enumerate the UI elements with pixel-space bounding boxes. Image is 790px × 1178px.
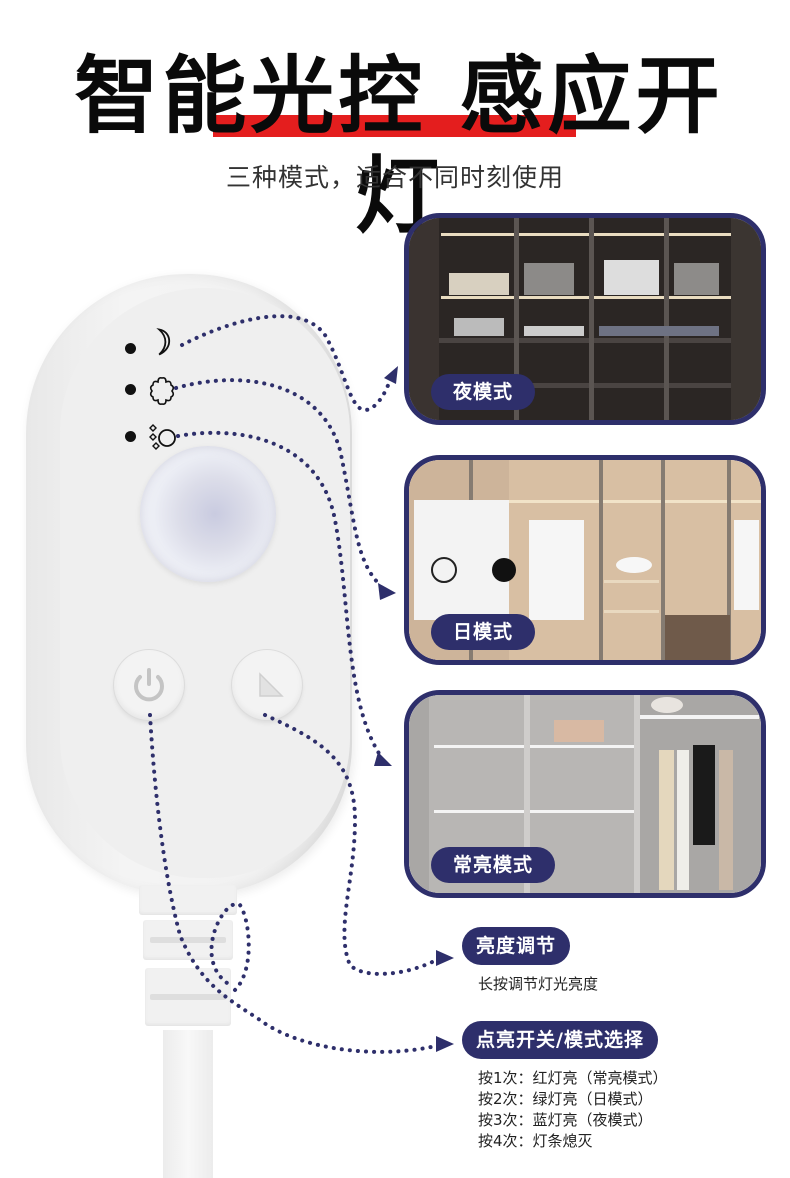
power-icon (134, 668, 164, 702)
title-highlight-bar (213, 115, 576, 137)
mode-label-night: 夜模式 (431, 374, 536, 410)
sun-sparkle-icon (149, 424, 176, 450)
page-title: 智能光控 感应开灯 (74, 47, 724, 245)
led-always-on (125, 431, 136, 442)
moon-icon (156, 328, 171, 356)
brightness-button[interactable] (232, 650, 302, 720)
press-2-line: 按2次：绿灯亮（日模式） (478, 1090, 653, 1108)
press-4-line: 按4次：灯条熄灭 (478, 1132, 593, 1150)
device-face (60, 288, 350, 878)
mode-label-always-on: 常亮模式 (431, 847, 556, 883)
page-subtitle: 三种模式，适合不同时刻使用 (225, 163, 564, 192)
brightness-feature-title: 亮度调节 (462, 927, 571, 965)
power-cable (163, 1030, 213, 1178)
power-button[interactable] (114, 650, 184, 720)
press-3-line: 按3次：蓝灯亮（夜模式） (478, 1111, 653, 1129)
panel-always-on-mode: 常亮模式 (404, 690, 766, 898)
flower-icon (149, 377, 175, 405)
switch-feature-desc: 按1次：红灯亮（常亮模式） 按2次：绿灯亮（日模式） 按3次：蓝灯亮（夜模式） … (478, 1068, 668, 1152)
press-1-line: 按1次：红灯亮（常亮模式） (478, 1069, 668, 1087)
switch-feature-title: 点亮开关/模式选择 (462, 1021, 658, 1059)
sensor-controller-device (26, 274, 352, 894)
brightness-feature-desc: 长按调节灯光亮度 (478, 975, 599, 993)
led-day (125, 384, 136, 395)
triangle-icon (259, 672, 284, 697)
mode-label-day: 日模式 (431, 614, 536, 650)
night-wardrobe-image (409, 218, 761, 420)
panel-night-mode: 夜模式 (404, 213, 766, 425)
led-night (125, 343, 136, 354)
panel-day-mode: 日模式 (404, 455, 766, 665)
pir-sensor-lens (140, 446, 276, 582)
